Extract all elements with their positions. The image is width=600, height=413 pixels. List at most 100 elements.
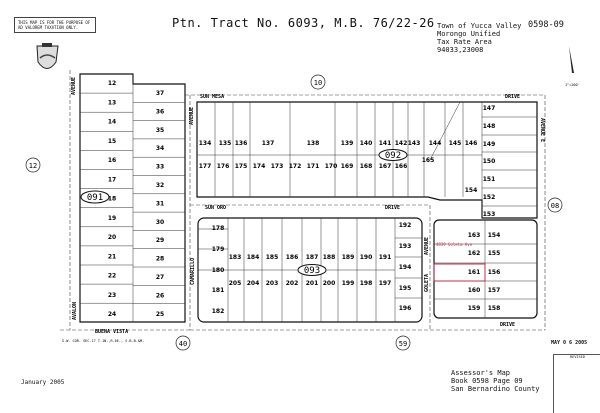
- lot-168[interactable]: 168: [360, 163, 373, 170]
- lot-192[interactable]: 192: [399, 222, 412, 229]
- lot-147[interactable]: 147: [483, 105, 496, 112]
- lot-187[interactable]: 187: [306, 254, 319, 261]
- lot-138[interactable]: 138: [307, 140, 320, 147]
- lot-179[interactable]: 179: [212, 246, 225, 253]
- lot-21[interactable]: 21: [108, 253, 116, 260]
- lot-189[interactable]: 189: [342, 254, 355, 261]
- lot-172[interactable]: 172: [289, 163, 302, 170]
- lot-16[interactable]: 16: [108, 157, 116, 164]
- lot-154[interactable]: 154: [465, 187, 478, 194]
- lot-22[interactable]: 22: [108, 273, 116, 280]
- sheet-ref-40[interactable]: 40: [175, 335, 191, 351]
- page-ref-093[interactable]: 093: [297, 264, 327, 277]
- lot-193[interactable]: 193: [399, 243, 412, 250]
- lot-146[interactable]: 146: [465, 140, 478, 147]
- page-ref-092[interactable]: 092: [378, 149, 408, 162]
- lot-167[interactable]: 167: [379, 163, 392, 170]
- lot-150[interactable]: 150: [483, 158, 496, 165]
- lot-34[interactable]: 34: [156, 145, 164, 152]
- lot-17[interactable]: 17: [108, 176, 116, 183]
- lot-195[interactable]: 195: [399, 285, 412, 292]
- lot-188[interactable]: 188: [323, 254, 336, 261]
- lot-165[interactable]: 165: [422, 157, 435, 164]
- lot-24[interactable]: 24: [108, 311, 116, 318]
- lot-145[interactable]: 145: [449, 140, 462, 147]
- lot-166[interactable]: 166: [395, 163, 408, 170]
- lot-19[interactable]: 19: [108, 215, 116, 222]
- lot-180[interactable]: 180: [212, 267, 225, 274]
- sheet-ref-12[interactable]: 12: [25, 157, 41, 173]
- lot-33[interactable]: 33: [156, 164, 164, 171]
- lot-190[interactable]: 190: [360, 254, 373, 261]
- lot-183[interactable]: 183: [229, 254, 242, 261]
- lot-23[interactable]: 23: [108, 292, 116, 299]
- lot-204[interactable]: 204: [247, 280, 260, 287]
- lot-159[interactable]: 159: [468, 305, 481, 312]
- lot-171[interactable]: 171: [307, 163, 320, 170]
- lot-173[interactable]: 173: [271, 163, 284, 170]
- lot-161[interactable]: 161: [468, 269, 481, 276]
- lot-12[interactable]: 12: [108, 80, 116, 87]
- lot-20[interactable]: 20: [108, 234, 116, 241]
- lot-144[interactable]: 144: [429, 140, 442, 147]
- lot-163[interactable]: 163: [468, 232, 481, 239]
- highlighted-parcel[interactable]: [433, 263, 486, 282]
- lot-32[interactable]: 32: [156, 182, 164, 189]
- lot-160[interactable]: 160: [468, 287, 481, 294]
- sheet-ref-59[interactable]: 59: [395, 335, 411, 351]
- lot-162[interactable]: 162: [468, 250, 481, 257]
- lot-185[interactable]: 185: [266, 254, 279, 261]
- lot-28[interactable]: 28: [156, 256, 164, 263]
- lot-184[interactable]: 184: [247, 254, 260, 261]
- lot-178[interactable]: 178: [212, 225, 225, 232]
- lot-26[interactable]: 26: [156, 292, 164, 299]
- lot-31[interactable]: 31: [156, 200, 164, 207]
- lot-157[interactable]: 157: [488, 287, 501, 294]
- lot-35[interactable]: 35: [156, 127, 164, 134]
- lot-177[interactable]: 177: [199, 163, 212, 170]
- lot-143[interactable]: 143: [408, 140, 421, 147]
- lot-149[interactable]: 149: [483, 141, 496, 148]
- lot-15[interactable]: 15: [108, 138, 116, 145]
- lot-136[interactable]: 136: [235, 140, 248, 147]
- lot-153[interactable]: 153: [483, 211, 496, 218]
- lot-152[interactable]: 152: [483, 194, 496, 201]
- lot-139[interactable]: 139: [341, 140, 354, 147]
- lot-135[interactable]: 135: [219, 140, 232, 147]
- sheet-ref-10[interactable]: 10: [310, 74, 326, 90]
- lot-142[interactable]: 142: [395, 140, 408, 147]
- lot-154[interactable]: 154: [488, 232, 501, 239]
- lot-156[interactable]: 156: [488, 269, 501, 276]
- lot-158[interactable]: 158: [488, 305, 501, 312]
- lot-25[interactable]: 25: [156, 311, 164, 318]
- lot-141[interactable]: 141: [379, 140, 392, 147]
- page-ref-091[interactable]: 091: [80, 190, 110, 204]
- lot-169[interactable]: 169: [341, 163, 354, 170]
- lot-196[interactable]: 196: [399, 305, 412, 312]
- lot-203[interactable]: 203: [266, 280, 279, 287]
- lot-200[interactable]: 200: [323, 280, 336, 287]
- lot-37[interactable]: 37: [156, 90, 164, 97]
- lot-151[interactable]: 151: [483, 176, 496, 183]
- lot-148[interactable]: 148: [483, 123, 496, 130]
- lot-197[interactable]: 197: [379, 280, 392, 287]
- lot-36[interactable]: 36: [156, 108, 164, 115]
- lot-175[interactable]: 175: [235, 163, 248, 170]
- lot-202[interactable]: 202: [286, 280, 299, 287]
- lot-181[interactable]: 181: [212, 287, 225, 294]
- lot-201[interactable]: 201: [306, 280, 319, 287]
- lot-27[interactable]: 27: [156, 274, 164, 281]
- lot-205[interactable]: 205: [229, 280, 242, 287]
- lot-30[interactable]: 30: [156, 219, 164, 226]
- lot-155[interactable]: 155: [488, 250, 501, 257]
- lot-191[interactable]: 191: [379, 254, 392, 261]
- lot-174[interactable]: 174: [253, 163, 266, 170]
- lot-186[interactable]: 186: [286, 254, 299, 261]
- lot-198[interactable]: 198: [360, 280, 373, 287]
- lot-199[interactable]: 199: [342, 280, 355, 287]
- lot-137[interactable]: 137: [262, 140, 275, 147]
- lot-134[interactable]: 134: [199, 140, 212, 147]
- lot-170[interactable]: 170: [325, 163, 338, 170]
- lot-182[interactable]: 182: [212, 308, 225, 315]
- sheet-ref-08[interactable]: 08: [547, 197, 563, 213]
